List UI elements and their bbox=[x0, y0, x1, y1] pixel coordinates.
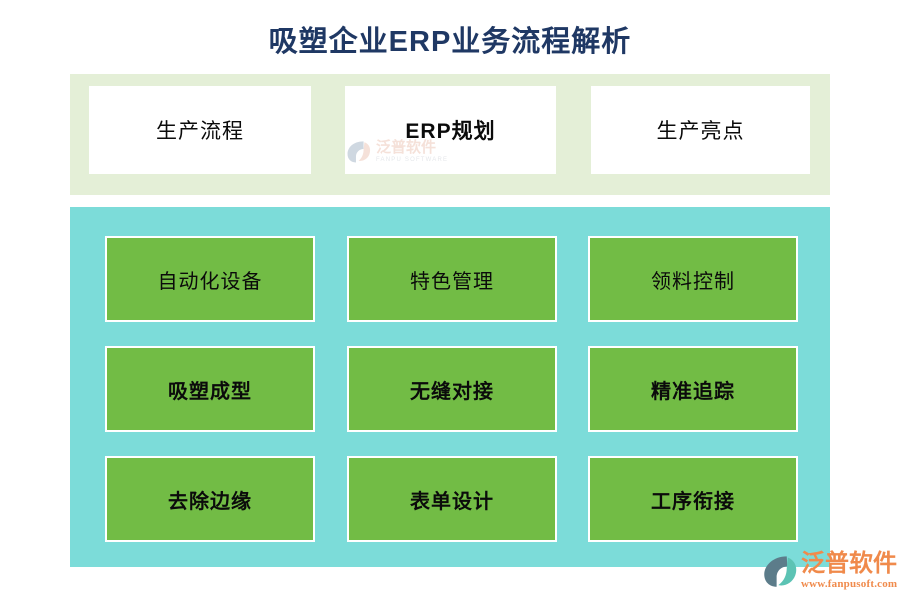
top-card-label: ERP规划 bbox=[405, 120, 496, 143]
grid-card-label: 吸塑成型 bbox=[168, 380, 252, 403]
grid-card-label: 工序衔接 bbox=[651, 490, 735, 513]
brand-text-block: 泛普软件 www.fanpusoft.com bbox=[801, 552, 897, 590]
brand-logo: 泛普软件 www.fanpusoft.com bbox=[762, 548, 900, 594]
grid-card-label: 特色管理 bbox=[410, 270, 494, 293]
brand-url: www.fanpusoft.com bbox=[801, 578, 898, 590]
grid-card-label: 表单设计 bbox=[410, 490, 494, 513]
top-panel: 生产流程 ERP规划 生产亮点 bbox=[70, 74, 830, 195]
grid-card-seamless-integration[interactable]: 无缝对接 bbox=[347, 346, 557, 432]
grid-card-process-linkage[interactable]: 工序衔接 bbox=[588, 456, 798, 542]
grid-card-edge-trimming[interactable]: 去除边缘 bbox=[105, 456, 315, 542]
grid-panel: 自动化设备 特色管理 领料控制 吸塑成型 无缝对接 精准追踪 去除边缘 表单设计… bbox=[70, 207, 830, 567]
top-card-production-highlights[interactable]: 生产亮点 bbox=[591, 86, 810, 174]
page-title: 吸塑企业ERP业务流程解析 bbox=[268, 26, 632, 58]
grid-card-automation-equipment[interactable]: 自动化设备 bbox=[105, 236, 315, 322]
top-card-erp-planning[interactable]: ERP规划 bbox=[345, 86, 556, 174]
grid-card-label: 去除边缘 bbox=[168, 490, 252, 513]
grid-card-precise-tracking[interactable]: 精准追踪 bbox=[588, 346, 798, 432]
grid-card-blister-forming[interactable]: 吸塑成型 bbox=[105, 346, 315, 432]
grid-card-featured-management[interactable]: 特色管理 bbox=[347, 236, 557, 322]
grid-card-label: 精准追踪 bbox=[651, 380, 735, 403]
grid-card-label: 自动化设备 bbox=[157, 270, 263, 293]
grid-card-material-requisition-control[interactable]: 领料控制 bbox=[588, 236, 798, 322]
grid-card-label: 无缝对接 bbox=[410, 380, 494, 403]
fanpu-leaf-logo-icon bbox=[764, 556, 797, 587]
brand-name-cn: 泛普软件 bbox=[801, 550, 897, 577]
grid-card-label: 领料控制 bbox=[651, 270, 735, 293]
top-card-label: 生产流程 bbox=[156, 119, 244, 143]
grid-card-form-design[interactable]: 表单设计 bbox=[347, 456, 557, 542]
top-card-production-flow[interactable]: 生产流程 bbox=[89, 86, 311, 174]
top-card-label: 生产亮点 bbox=[656, 119, 745, 143]
